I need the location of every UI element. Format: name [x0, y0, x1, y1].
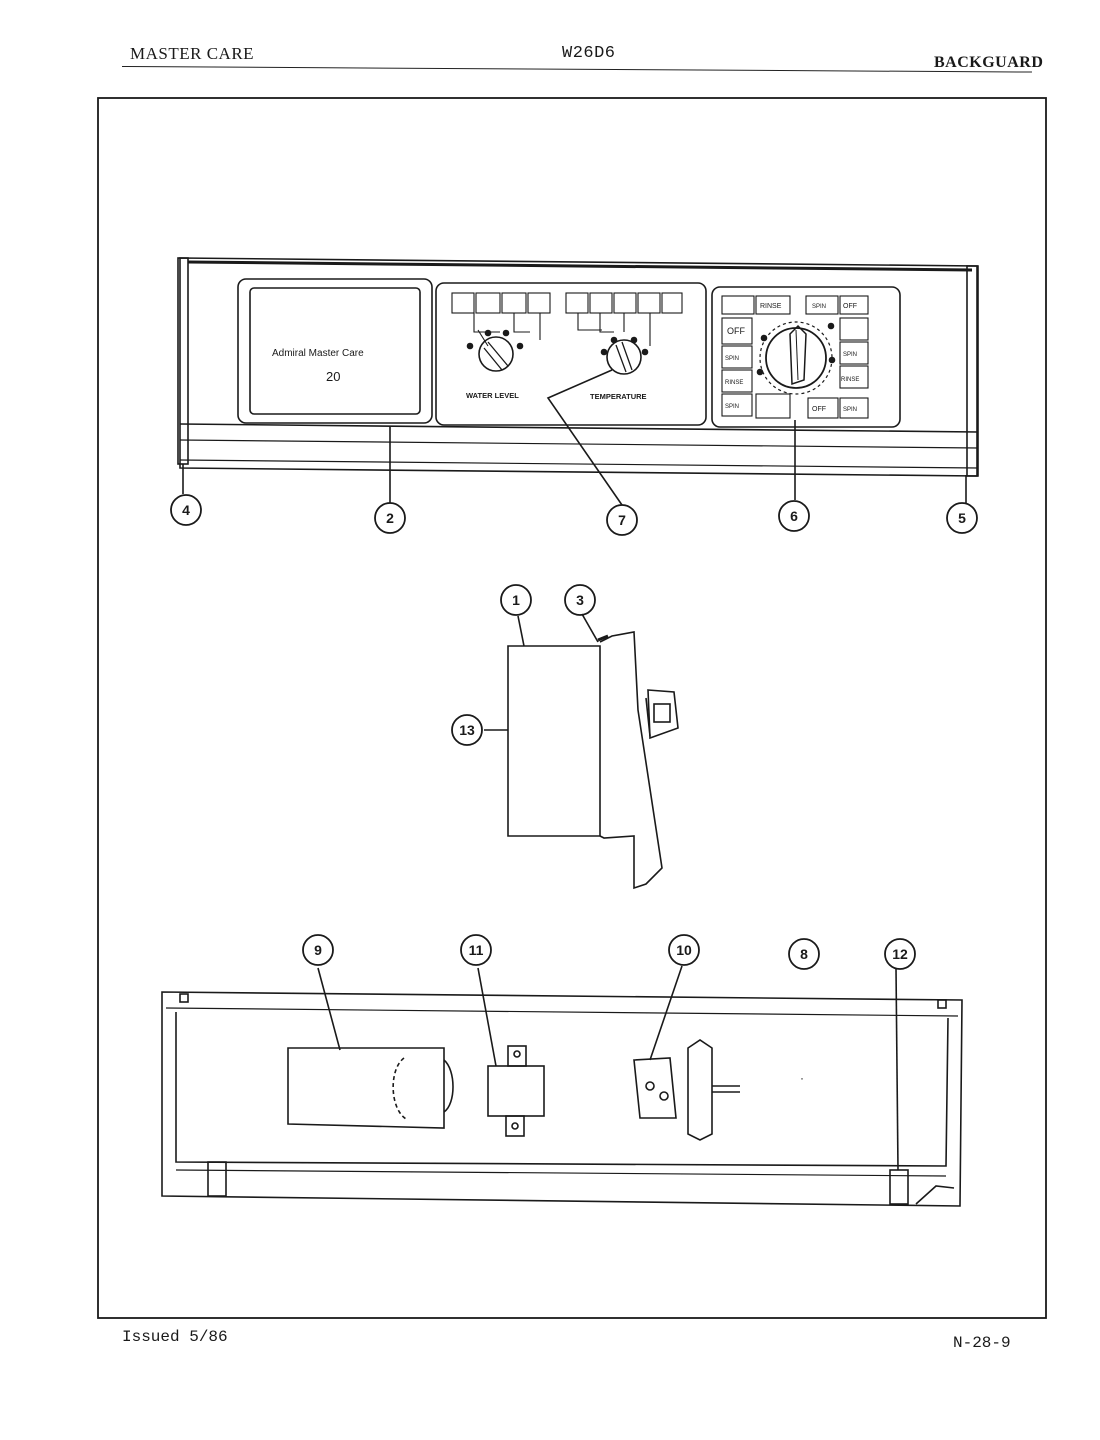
callouts	[170, 494, 978, 970]
footer-page-code: N-28-9	[953, 1334, 1011, 1352]
timer-label-left-4: SPIN	[725, 404, 739, 410]
callout-13-label: 13	[459, 722, 475, 738]
callout-1	[500, 584, 532, 616]
callout-10-label: 10	[676, 942, 692, 958]
nameplate-bezel	[237, 278, 433, 424]
timer-label-bottom-2: SPIN	[843, 407, 857, 413]
callout-5	[946, 502, 978, 534]
timer-label-top: RINSE	[760, 303, 782, 310]
callout-7	[606, 504, 638, 536]
callout-6-label: 6	[790, 508, 798, 524]
callout-9-label: 9	[314, 942, 322, 958]
temperature-label: TEMPERATURE	[590, 392, 647, 401]
end-cap-right	[966, 265, 978, 477]
timer-label-bottom-1: OFF	[812, 406, 826, 413]
timer-tiles	[721, 295, 869, 419]
part-10-pressure-switch	[633, 1039, 740, 1141]
temperature-tiles	[565, 292, 683, 346]
callout-12-label: 12	[892, 946, 908, 962]
callout-2-label: 2	[386, 510, 394, 526]
header-brand: MASTER CARE	[130, 44, 255, 63]
callout-3-label: 3	[576, 592, 584, 608]
header-section: BACKGUARD	[934, 54, 1044, 71]
nameplate-text-1: Admiral Master Care	[272, 348, 364, 359]
control-panel: Admiral Master Care 20 WATER LEVEL TEMPE…	[177, 257, 979, 477]
callout-9	[302, 934, 334, 966]
timer-label-left-3: RINSE	[725, 380, 743, 386]
timer-label-left-1: OFF	[727, 326, 745, 336]
timer-label-left-2: SPIN	[725, 356, 739, 362]
diagram-frame	[97, 97, 1047, 1319]
footer-issued: Issued 5/86	[122, 1328, 228, 1346]
callout-5-label: 5	[958, 510, 966, 526]
nameplate	[249, 287, 421, 415]
callout-1-label: 1	[512, 592, 520, 608]
timer-label-right-4: RINSE	[841, 377, 859, 383]
part-9-motor	[287, 1047, 454, 1129]
water-level-tiles	[451, 292, 551, 347]
part-8-mark: ·	[800, 1071, 804, 1085]
timer-label-right-1: SPIN	[812, 304, 826, 310]
callout-8-label: 8	[800, 946, 808, 962]
timer-console	[711, 286, 901, 428]
timer-label-right-3: SPIN	[843, 352, 857, 358]
water-level-knob[interactable]	[478, 336, 514, 372]
callout-10	[668, 934, 700, 966]
callout-3	[564, 584, 596, 616]
callout-11	[460, 934, 492, 966]
nameplate-text-2: 20	[326, 369, 340, 384]
temperature-knob[interactable]	[606, 339, 642, 375]
backguard-rear-panel	[161, 991, 963, 1207]
part-11-relay	[487, 1045, 545, 1137]
timer-pointer	[789, 324, 807, 386]
callout-13	[451, 714, 483, 746]
callout-11-label: 11	[469, 942, 484, 958]
water-level-label: WATER LEVEL	[466, 391, 519, 400]
callout-6	[778, 500, 810, 532]
selector-console	[435, 282, 707, 426]
callout-4-label: 4	[182, 502, 190, 518]
callout-12	[884, 938, 916, 970]
header-model: W26D6	[562, 44, 616, 63]
callout-4	[170, 494, 202, 526]
callout-7-label: 7	[618, 512, 626, 528]
callout-8	[788, 938, 820, 970]
callout-2	[374, 502, 406, 534]
switch-assembly-side-view	[507, 631, 679, 890]
timer-label-right-2: OFF	[843, 303, 857, 310]
